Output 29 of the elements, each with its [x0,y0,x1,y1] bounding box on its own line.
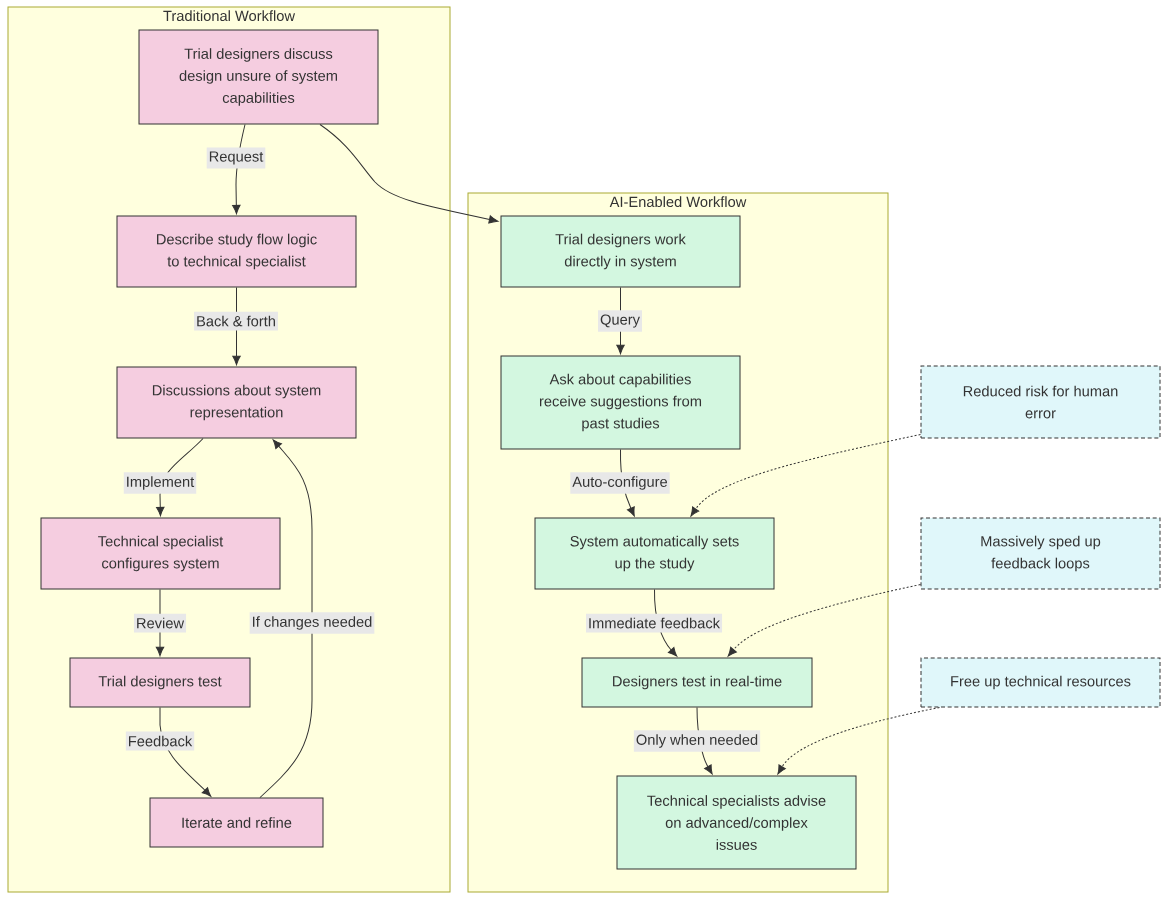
dotted-arrow [727,584,921,657]
process-box: Trial designers test [69,657,251,708]
arrow [654,589,678,657]
edge-label: Request [206,147,266,169]
process-box: Discussions about system representation [116,366,357,439]
dotted-arrow [690,434,921,517]
arrow [259,439,313,798]
note-box: Massively sped up feedback loops [920,517,1161,590]
edge-label: Auto-configure [570,472,670,494]
process-box: Trial designers work directly in system [500,215,741,288]
edge-label: If changes needed [249,612,375,634]
edge-label: Implement [123,472,197,494]
arrow [159,707,212,797]
process-box: Ask about capabilities receive suggestions from past studies [500,355,741,450]
process-box: Technical specialists advise on advanced/complex issues [616,775,857,870]
note-box: Free up technical resources [920,657,1161,708]
process-box: System automatically sets up the study [534,517,775,590]
edge-label: Query [598,310,642,332]
arrow [620,449,635,517]
arrow [319,124,499,224]
note-box: Reduced risk for human error [920,365,1161,439]
process-box: Describe study flow logic to technical specialist [116,215,357,288]
process-box: Iterate and refine [149,797,324,848]
process-box: Designers test in real-time [581,657,813,708]
dotted-arrow [777,707,940,775]
process-box: Technical specialist configures system [40,517,281,590]
arrow [232,287,241,366]
process-box: Trial designers discuss design unsure of system capabilities [138,29,379,125]
edge-label: Only when needed [633,730,761,752]
